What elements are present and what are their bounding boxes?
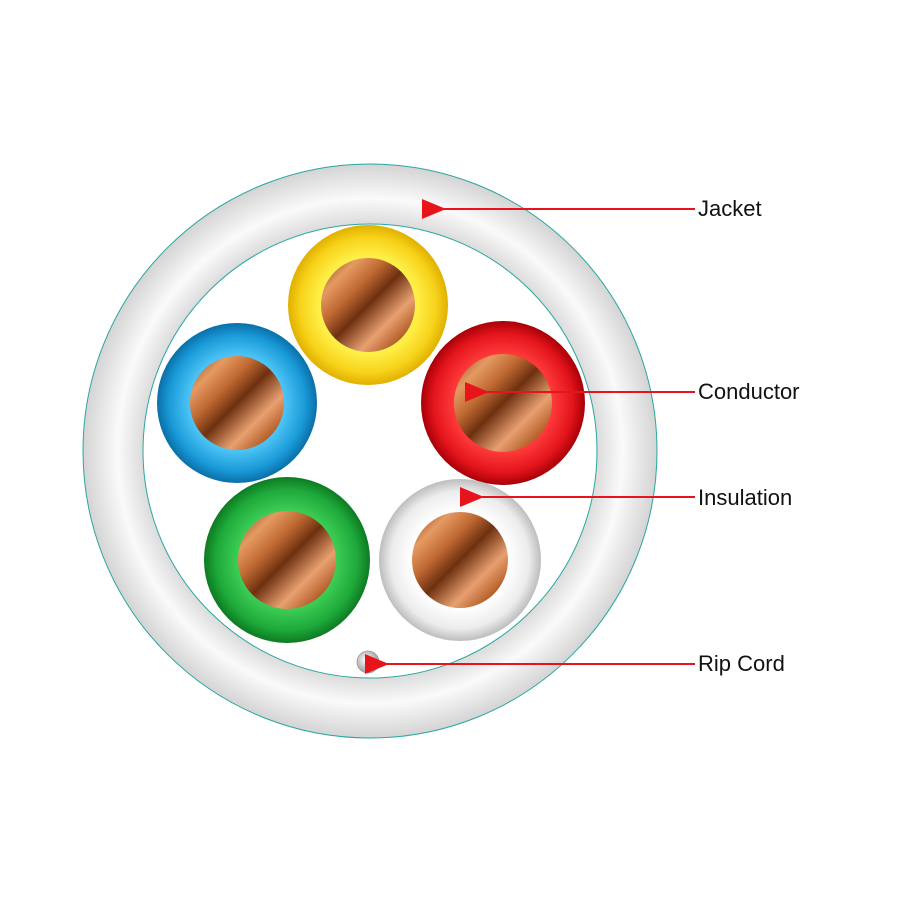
wire-yellow	[288, 225, 448, 385]
rip-cord-label: Rip Cord	[698, 651, 785, 676]
wire-blue	[157, 323, 317, 483]
conductor-red	[454, 354, 552, 452]
jacket-label: Jacket	[698, 196, 762, 221]
conductor-white	[412, 512, 508, 608]
conductor-blue	[190, 356, 284, 450]
conductor-green	[238, 511, 336, 609]
insulation-label: Insulation	[698, 485, 793, 510]
conductor-label: Conductor	[698, 379, 800, 404]
wire-red	[421, 321, 585, 485]
conductor-yellow	[321, 258, 415, 352]
wire-green	[204, 477, 370, 643]
rip-cord	[356, 650, 380, 674]
wire-white	[379, 479, 541, 641]
